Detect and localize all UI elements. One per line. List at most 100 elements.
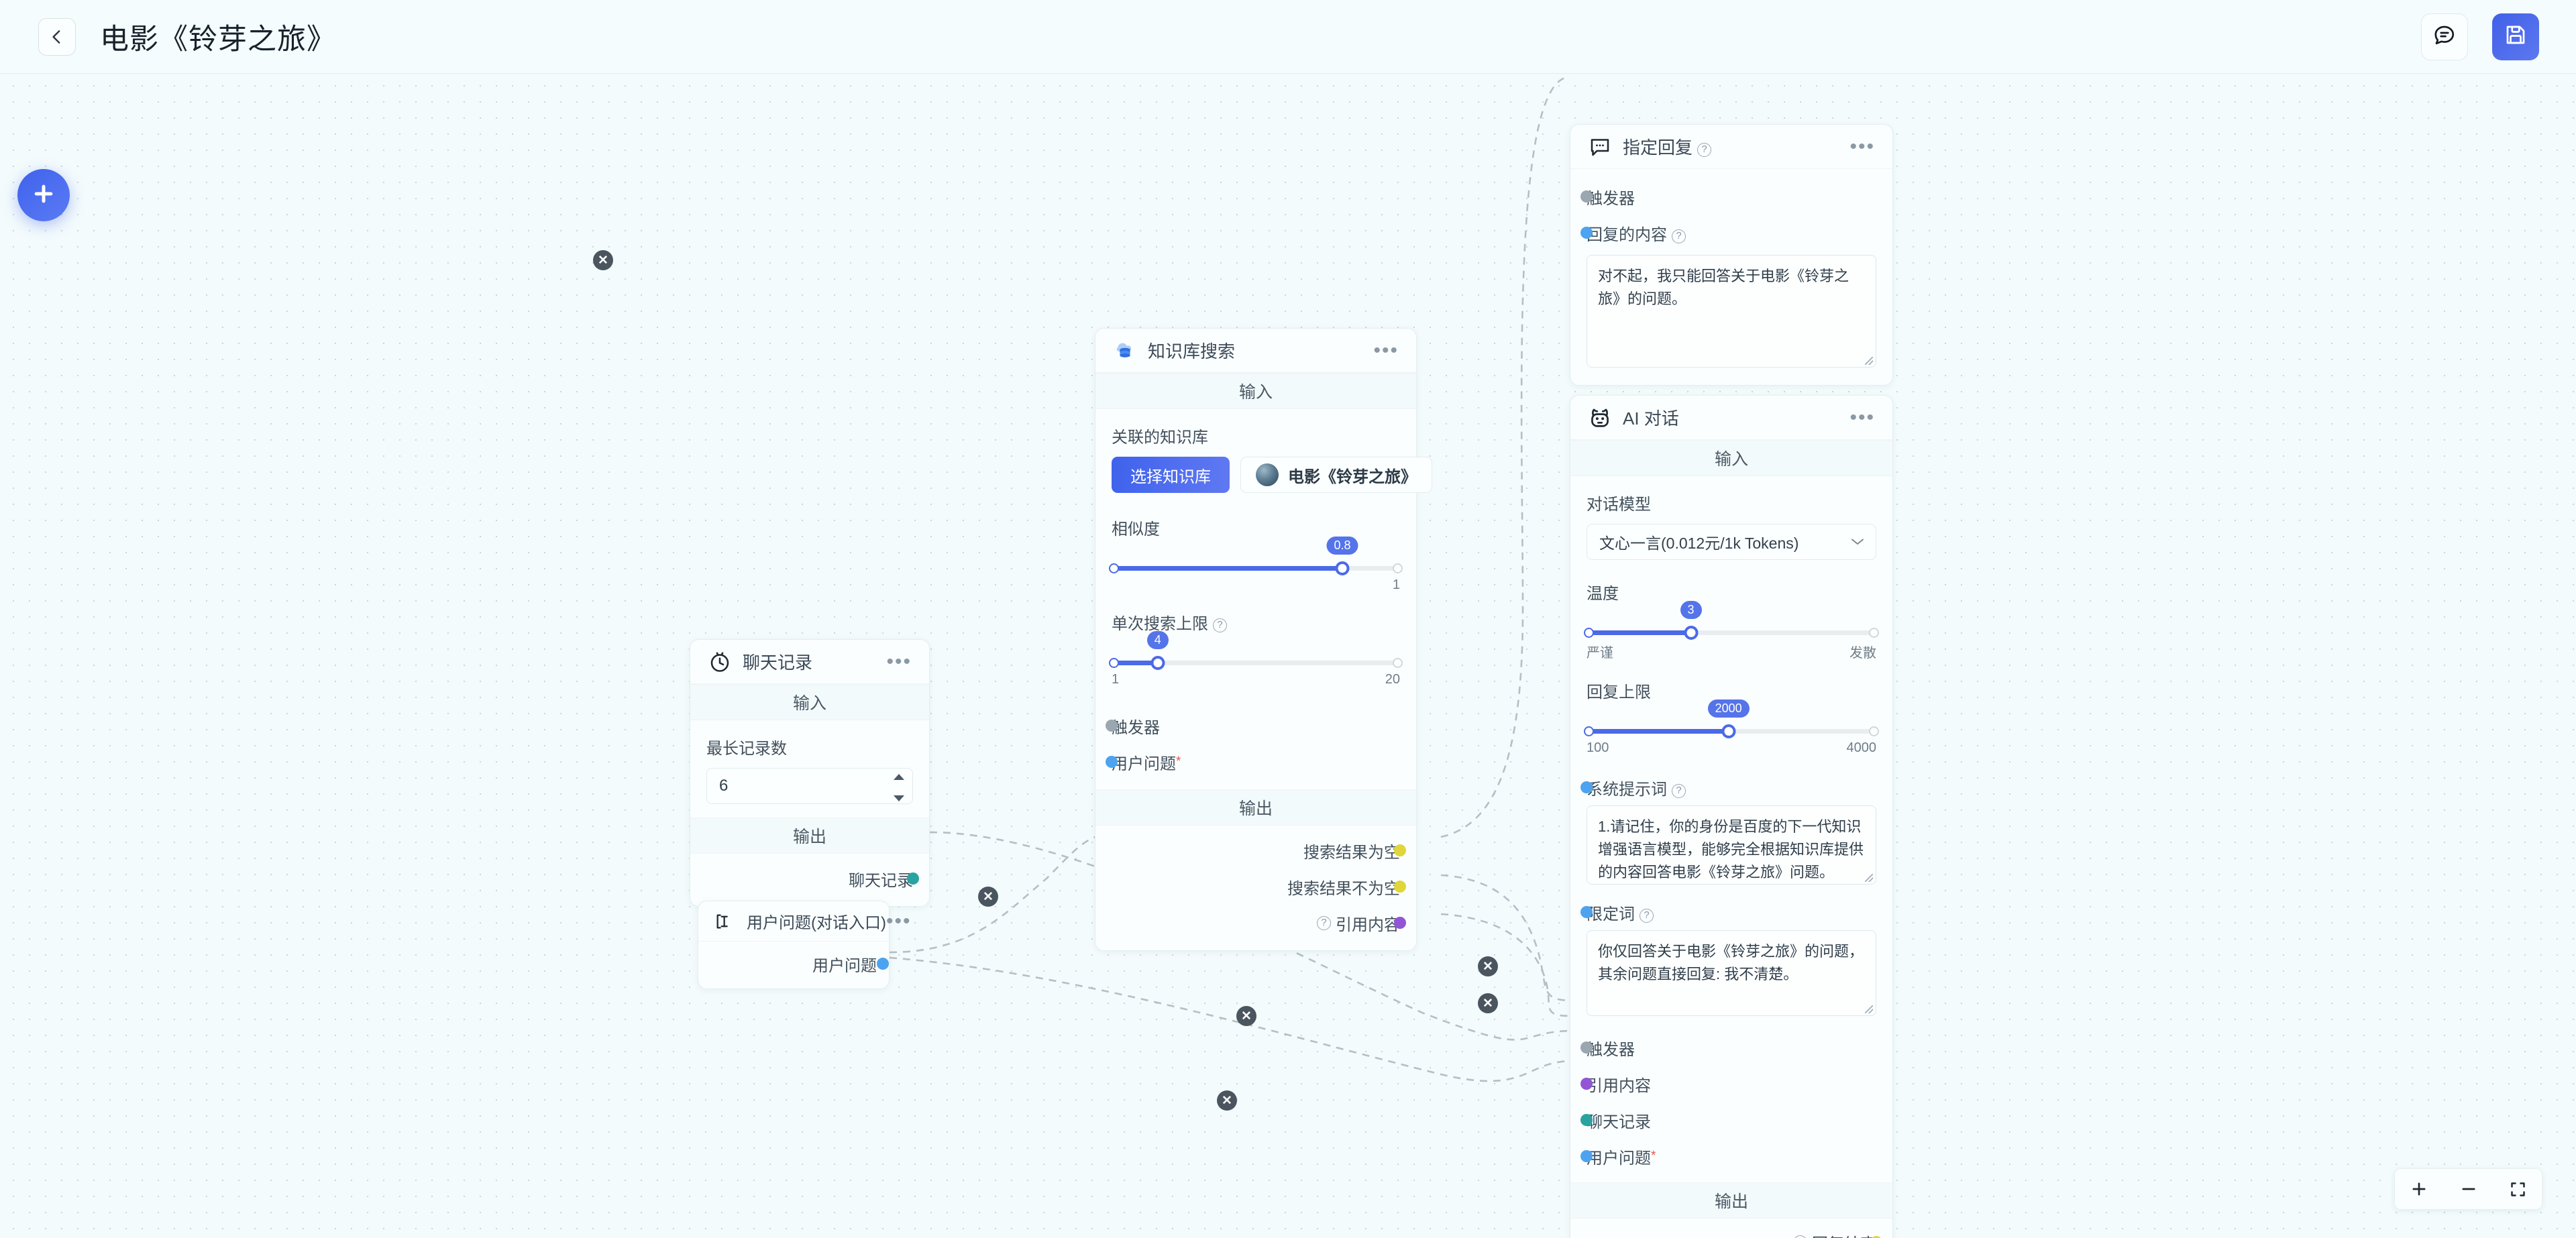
port-trigger[interactable]: 触发器 [1580, 1029, 1876, 1066]
max-records-stepper[interactable]: 6 [706, 768, 913, 804]
port-dot[interactable] [1394, 844, 1406, 856]
reply-content-field: 对不起，我只能回答关于电影《铃芽之旅》的问题。 [1570, 251, 1892, 385]
node-chat-history[interactable]: 聊天记录 ••• 输入 最长记录数 6 输出 聊天记录 [690, 639, 930, 907]
help-icon[interactable]: ? [1697, 143, 1712, 157]
zoom-in-button[interactable] [2410, 1180, 2428, 1198]
port-user-question[interactable]: 用户问题* [1580, 1138, 1876, 1174]
reply-content-textarea[interactable]: 对不起，我只能回答关于电影《铃芽之旅》的问题。 [1587, 255, 1876, 368]
system-prompt-textarea[interactable]: 1.请记住，你的身份是百度的下一代知识增强语言模型，能够完全根据知识库提供的内容… [1587, 805, 1876, 885]
model-select[interactable]: 文心一言(0.012元/1k Tokens) [1587, 524, 1876, 560]
reply-limit-slider[interactable]: 2000 100 4000 [1584, 699, 1879, 756]
port-search-not-empty[interactable]: 搜索结果不为空 [1112, 868, 1406, 905]
port-dot[interactable] [1580, 227, 1593, 239]
port-dot[interactable] [1106, 720, 1118, 732]
port-dot[interactable] [1106, 756, 1118, 768]
node-header[interactable]: 用户问题(对话入口) ••• [698, 901, 910, 942]
port-citation[interactable]: ? 引用内容 [1112, 905, 1406, 941]
node-knowledge-search[interactable]: 知识库搜索 ••• 输入 关联的知识库 选择知识库 电影《铃芽之旅》 相似度 [1095, 328, 1432, 951]
help-icon[interactable]: ? [1317, 915, 1331, 930]
node-header[interactable]: AI 对话 ••• [1570, 396, 1892, 440]
save-button[interactable] [2492, 13, 2539, 60]
node-body: 对话模型 文心一言(0.012元/1k Tokens) 温度 3 [1570, 476, 1892, 769]
search-limit-slider[interactable]: 4 1 20 [1109, 631, 1403, 687]
select-knowledge-base-button[interactable]: 选择知识库 [1112, 457, 1230, 493]
node-header[interactable]: 指定回复? ••• [1570, 125, 1892, 169]
slider-rail[interactable]: 0.8 [1109, 537, 1403, 575]
port-user-question-out[interactable]: 用户问题 [710, 946, 889, 982]
edge-delete-button[interactable]: ✕ [593, 250, 613, 270]
temperature-slider[interactable]: 3 严谨 发散 [1584, 601, 1879, 661]
fit-screen-button[interactable] [2509, 1180, 2527, 1198]
help-icon[interactable]: ? [1672, 229, 1686, 243]
more-dots-icon[interactable]: ••• [885, 909, 912, 932]
help-icon[interactable]: ? [1672, 783, 1686, 798]
node-header[interactable]: 知识库搜索 ••• [1095, 329, 1416, 373]
port-system-prompt[interactable]: 系统提示词? [1580, 769, 1876, 805]
port-search-empty[interactable]: 搜索结果为空 [1112, 832, 1406, 868]
search-limit-field: 单次搜索上限? 4 1 20 [1109, 610, 1403, 687]
port-dot[interactable] [1394, 881, 1406, 893]
port-qualifier[interactable]: 限定词? [1580, 894, 1876, 930]
port-user-question[interactable]: 用户问题* [1106, 744, 1400, 780]
similarity-slider[interactable]: 0.8 1 [1109, 537, 1403, 593]
port-citation[interactable]: 引用内容 [1580, 1066, 1876, 1102]
more-dots-icon[interactable]: ••• [1849, 406, 1875, 429]
add-node-button[interactable] [17, 169, 70, 221]
node-header[interactable]: 聊天记录 ••• [690, 640, 929, 684]
port-dot[interactable] [1870, 1236, 1882, 1238]
close-x-icon: ✕ [983, 889, 994, 904]
port-reply-end[interactable]: ? 回复结束 [1587, 1224, 1882, 1238]
back-button[interactable] [38, 17, 76, 56]
slider-thumb[interactable] [1684, 626, 1699, 640]
stepper-arrows[interactable] [894, 766, 904, 806]
flow-canvas[interactable]: ✕ ✕ ✕ ✕ ✕ ✕ [0, 74, 2576, 1238]
qualifier-textarea[interactable]: 你仅回答关于电影《铃芽之旅》的问题，其余问题直接回复: 我不清楚。 [1587, 930, 1876, 1016]
edge-delete-button[interactable]: ✕ [978, 887, 998, 907]
similarity-label: 相似度 [1112, 520, 1160, 539]
port-dot[interactable] [1394, 917, 1406, 929]
help-icon[interactable]: ? [1640, 908, 1654, 923]
help-icon[interactable]: ? [1793, 1235, 1807, 1238]
required-star: * [1651, 1148, 1656, 1163]
port-trigger[interactable]: 触发器 [1580, 178, 1876, 215]
zoom-out-button[interactable] [2459, 1180, 2478, 1198]
help-icon[interactable]: ? [1213, 618, 1227, 632]
node-ai-chat[interactable]: AI 对话 ••• 输入 对话模型 文心一言(0.012元/1k Tokens)… [1570, 395, 1893, 1238]
port-chat-history[interactable]: 聊天记录 [706, 860, 919, 897]
slider-thumb[interactable] [1721, 724, 1736, 738]
port-dot[interactable] [1580, 1042, 1593, 1054]
node-specified-reply[interactable]: 指定回复? ••• 触发器 回复的内容? 对不起，我只能回答关于电影《铃芽之旅》… [1570, 124, 1893, 386]
more-dots-icon[interactable]: ••• [1373, 339, 1399, 361]
port-chat-history[interactable]: 聊天记录 [1580, 1102, 1876, 1138]
port-label: 聊天记录 [849, 871, 913, 890]
port-dot[interactable] [1580, 781, 1593, 793]
search-limit-value-bubble: 4 [1146, 631, 1169, 649]
edge-delete-button[interactable]: ✕ [1236, 1006, 1256, 1026]
caret-up-icon[interactable] [894, 766, 904, 785]
more-dots-icon[interactable]: ••• [886, 650, 912, 673]
port-trigger[interactable]: 触发器 [1106, 708, 1400, 744]
knowledge-base-chip[interactable]: 电影《铃芽之旅》 [1240, 457, 1432, 493]
port-dot[interactable] [877, 958, 889, 970]
node-user-question[interactable]: 用户问题(对话入口) ••• 用户问题 [698, 901, 910, 989]
port-dot[interactable] [907, 873, 919, 885]
port-dot[interactable] [1580, 190, 1593, 203]
slider-rail[interactable]: 4 [1109, 631, 1403, 670]
slider-rail[interactable]: 2000 [1584, 699, 1879, 738]
port-dot[interactable] [1580, 1078, 1593, 1090]
slider-thumb[interactable] [1150, 656, 1165, 670]
caret-down-icon[interactable] [894, 787, 904, 806]
model-selected-value: 文心一言(0.012元/1k Tokens) [1599, 534, 1799, 552]
edge-delete-button[interactable]: ✕ [1217, 1090, 1237, 1111]
port-reply-content[interactable]: 回复的内容? [1580, 215, 1876, 251]
edge-delete-button[interactable]: ✕ [1478, 993, 1498, 1013]
more-dots-icon[interactable]: ••• [1849, 135, 1875, 158]
port-dot[interactable] [1580, 1114, 1593, 1126]
temperature-label: 温度 [1587, 585, 1619, 603]
edge-delete-button[interactable]: ✕ [1478, 956, 1498, 976]
port-dot[interactable] [1580, 1150, 1593, 1162]
chat-preview-button[interactable] [2421, 13, 2468, 60]
port-dot[interactable] [1580, 906, 1593, 918]
slider-rail[interactable]: 3 [1584, 601, 1879, 640]
slider-thumb[interactable] [1335, 561, 1350, 575]
